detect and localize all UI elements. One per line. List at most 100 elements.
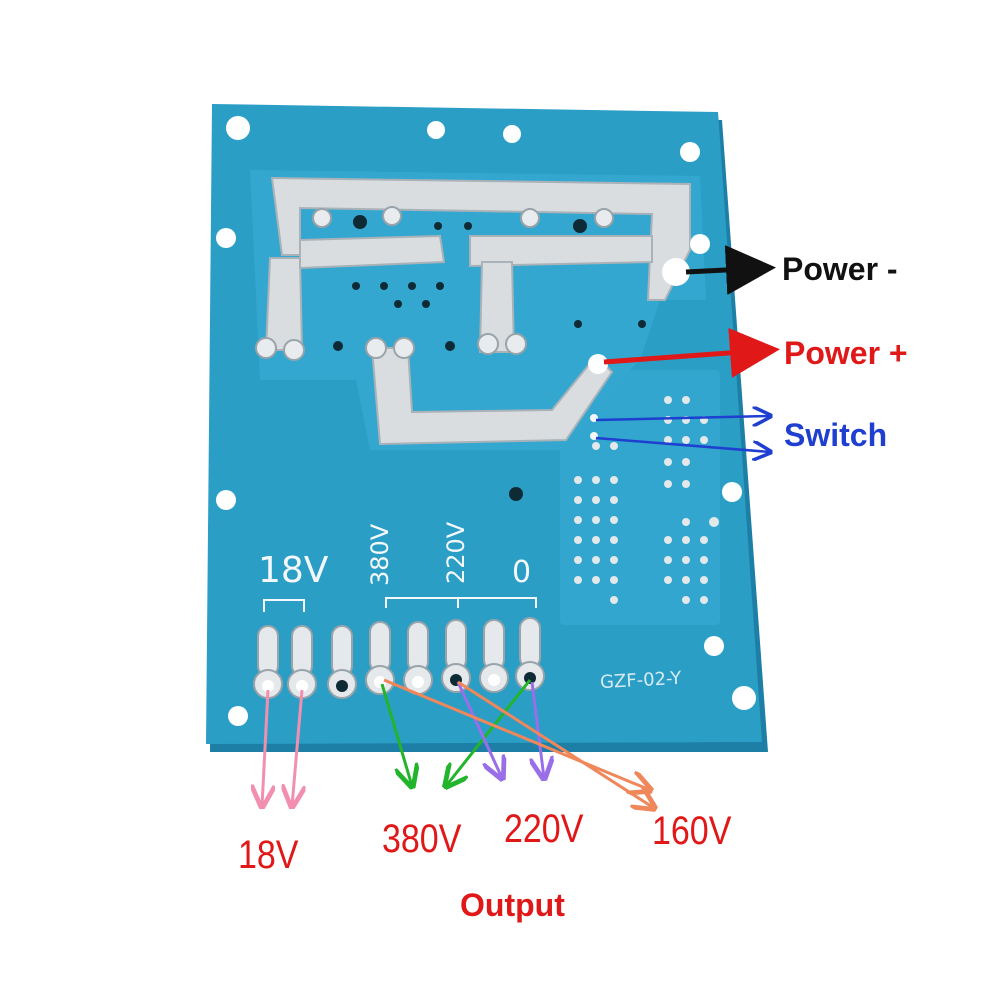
solder-joint xyxy=(312,208,332,228)
component-hole xyxy=(509,487,523,501)
ic-pin xyxy=(610,442,618,450)
ic-pin xyxy=(610,476,618,484)
power-plus-terminal xyxy=(588,354,608,374)
ic-pin xyxy=(700,536,708,544)
ic-pin xyxy=(592,576,600,584)
ic-pin xyxy=(700,596,708,604)
solder-joint xyxy=(365,337,387,359)
ic-pin xyxy=(682,480,690,488)
ic-pin xyxy=(682,596,690,604)
solder-joint xyxy=(505,333,527,355)
component-hole xyxy=(434,222,442,230)
ic-pin xyxy=(574,576,582,584)
ic-pin xyxy=(610,556,618,564)
arrow-18v-b xyxy=(292,689,302,806)
ic-pin xyxy=(700,556,708,564)
component-hole xyxy=(408,282,416,290)
output-title: Output xyxy=(460,887,565,923)
solder-joint xyxy=(255,337,277,359)
component-hole xyxy=(333,341,343,351)
solder-left-strap xyxy=(264,257,304,351)
silk-380v: 380V xyxy=(366,523,394,586)
mounting-hole xyxy=(226,116,250,140)
ic-pin xyxy=(682,556,690,564)
solder-joint xyxy=(477,333,499,355)
ic-pin xyxy=(682,536,690,544)
ic-pin xyxy=(664,556,672,564)
output-label-160v: 160V xyxy=(652,807,732,852)
ic-pin xyxy=(664,436,672,444)
component-hole xyxy=(573,219,587,233)
bracket-outputs xyxy=(385,597,537,608)
solder-joint xyxy=(594,208,614,228)
label-switch: Switch xyxy=(784,417,887,453)
solder-traces xyxy=(264,176,691,446)
mounting-hole xyxy=(680,142,700,162)
output-terminal xyxy=(253,625,283,699)
ic-pin xyxy=(592,496,600,504)
output-terminal xyxy=(287,625,317,699)
silk-220v: 220V xyxy=(442,521,470,584)
output-terminal xyxy=(327,625,357,699)
label-power-minus: Power - xyxy=(782,251,898,287)
arrow-18v-a xyxy=(262,689,268,806)
switch-arrow-1 xyxy=(595,416,770,420)
ic-pin xyxy=(700,436,708,444)
silk-zero: 0 xyxy=(512,555,531,590)
ic-pin xyxy=(574,536,582,544)
arrow-380v-a xyxy=(380,683,412,786)
output-label-380v: 380V xyxy=(382,815,462,860)
output-label-18v: 18V xyxy=(238,831,299,876)
component-hole xyxy=(353,215,367,229)
ic-pin xyxy=(574,476,582,484)
arrow-380v-b xyxy=(446,679,532,786)
ic-pin xyxy=(682,396,690,404)
switch-arrow-2 xyxy=(595,436,770,452)
component-hole xyxy=(380,282,388,290)
ic-pin xyxy=(592,536,600,544)
mounting-hole xyxy=(704,636,724,656)
ic-pin xyxy=(592,476,600,484)
arrow-220v-b xyxy=(532,681,544,778)
ic-pin xyxy=(610,536,618,544)
mounting-hole xyxy=(216,228,236,248)
output-label-220v: 220V xyxy=(504,805,584,850)
ic-pin xyxy=(664,458,672,466)
solder-joint xyxy=(283,339,305,361)
ic-pin xyxy=(664,480,672,488)
label-power-plus: Power + xyxy=(784,335,908,371)
mounting-hole xyxy=(503,125,521,143)
ic-pin xyxy=(664,576,672,584)
ic-pin xyxy=(610,576,618,584)
ic-pin xyxy=(592,442,600,450)
component-hole xyxy=(352,282,360,290)
mounting-hole xyxy=(216,490,236,510)
mounting-hole xyxy=(228,706,248,726)
arrow-160v-b xyxy=(457,680,654,808)
mounting-hole xyxy=(690,234,710,254)
trace-region-right xyxy=(560,370,720,625)
component-holes xyxy=(333,215,646,501)
ic-pin xyxy=(574,516,582,524)
mounting-hole xyxy=(427,121,445,139)
solder-joint xyxy=(393,337,415,359)
solder-right-bridge xyxy=(469,235,653,268)
output-terminal xyxy=(515,617,545,691)
ic-pin xyxy=(592,556,600,564)
silkscreen-brackets xyxy=(263,597,537,612)
component-hole xyxy=(394,300,402,308)
ic-pin xyxy=(574,556,582,564)
component-hole xyxy=(422,300,430,308)
solder-mid-bridge xyxy=(299,234,446,270)
silk-board-code: GZF-02-Y xyxy=(600,668,683,693)
ic-pin xyxy=(592,516,600,524)
component-hole xyxy=(638,320,646,328)
ic-pin xyxy=(682,576,690,584)
component-hole xyxy=(574,320,582,328)
ic-pin xyxy=(664,396,672,404)
ic-pin xyxy=(664,536,672,544)
component-hole xyxy=(436,282,444,290)
power-plus-arrow xyxy=(603,327,780,378)
arrow-160v-a xyxy=(383,678,650,790)
